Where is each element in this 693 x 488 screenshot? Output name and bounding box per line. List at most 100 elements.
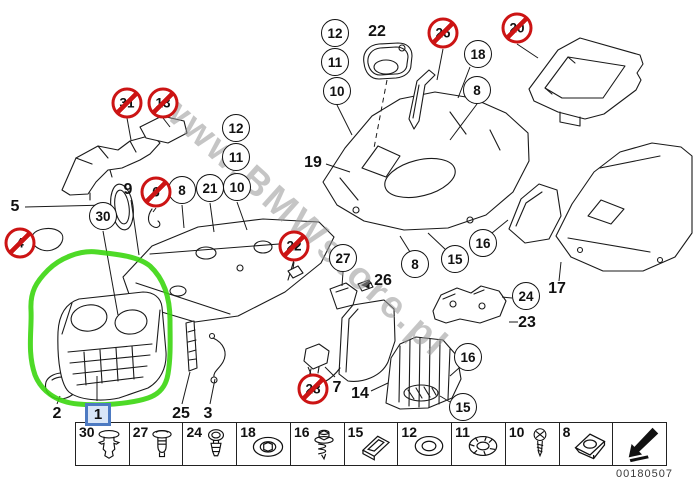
part-label[interactable]: 26	[374, 272, 392, 289]
legend-cell-back[interactable]	[613, 423, 666, 465]
prohibited-slash-icon	[6, 229, 34, 257]
part-small-clip	[287, 265, 304, 279]
callout-number: 12	[327, 25, 343, 41]
callout-circle[interactable]: 12	[321, 19, 349, 47]
part-side-panel	[508, 183, 562, 244]
legend-cell-27[interactable]: 27	[130, 423, 184, 465]
part-6-clip	[147, 208, 161, 228]
callout-circle-crossed[interactable]: 13	[147, 87, 179, 119]
legend-number: 11	[455, 424, 470, 440]
callout-circle-crossed[interactable]: 28	[297, 373, 329, 405]
callout-number: 10	[229, 179, 245, 195]
callout-number: 15	[447, 251, 463, 267]
callout-number: 11	[327, 54, 343, 70]
part-label[interactable]: 14	[351, 385, 369, 402]
sheet-metal-clip-icon	[362, 435, 391, 461]
legend-cell-12[interactable]: 12	[398, 423, 453, 465]
selected-part-label[interactable]: 1	[85, 403, 111, 426]
part-19-engine-shield	[322, 91, 530, 231]
callout-number: 8	[473, 82, 481, 98]
callout-circle[interactable]: 16	[454, 343, 482, 371]
callout-circle-crossed[interactable]: 4	[4, 227, 36, 259]
part-label[interactable]: 19	[304, 154, 322, 171]
callout-number: 8	[178, 182, 186, 198]
legend-cell-18[interactable]: 18	[237, 423, 291, 465]
back-arrow-icon	[628, 427, 659, 463]
callout-circle[interactable]: 11	[222, 143, 250, 171]
callout-circle[interactable]: 8	[401, 250, 429, 278]
callout-circle[interactable]: 21	[196, 174, 224, 202]
cage-nut-icon	[574, 433, 606, 460]
callout-circle[interactable]: 12	[222, 114, 250, 142]
part-channel-bracket	[408, 69, 436, 130]
legend-cell-10[interactable]: 10	[506, 423, 560, 465]
part-3-hook	[208, 332, 226, 384]
callout-number: 24	[518, 288, 534, 304]
callout-circle[interactable]: 15	[449, 393, 477, 421]
part-bracket-27	[329, 282, 358, 310]
legend-cell-11[interactable]: 11	[452, 423, 506, 465]
part-label[interactable]: 25	[172, 405, 190, 422]
callout-number: 16	[475, 235, 491, 251]
callout-circle[interactable]: 15	[441, 245, 469, 273]
part-label[interactable]: 7	[332, 379, 342, 396]
part-label[interactable]: 2	[52, 405, 62, 422]
callout-circle[interactable]: 8	[168, 176, 196, 204]
callout-number: 16	[460, 349, 476, 365]
part-label[interactable]: 5	[10, 198, 20, 215]
part-tray	[528, 37, 644, 127]
expansion-pin-icon	[208, 429, 225, 457]
legend-number: 24	[186, 424, 203, 440]
legend-cell-8[interactable]: 8	[560, 423, 614, 465]
part-label[interactable]: 17	[548, 280, 566, 297]
washer-icon	[414, 435, 444, 457]
part-label[interactable]: 3	[203, 405, 213, 422]
callout-number: 18	[470, 46, 486, 62]
callout-circle[interactable]: 27	[329, 244, 357, 272]
screw-spring-washer-icon	[314, 429, 334, 461]
legend-number: 8	[562, 424, 571, 440]
legend-cell-24[interactable]: 24	[183, 423, 238, 465]
legend-cell-16[interactable]: 16	[291, 423, 345, 465]
legend-cell-15[interactable]: 15	[345, 423, 399, 465]
part-label[interactable]: 9	[123, 181, 133, 198]
legend-number: 12	[401, 424, 417, 440]
callout-circle[interactable]: 10	[323, 77, 351, 105]
part-label[interactable]: 23	[518, 314, 536, 331]
callout-circle-crossed[interactable]: 20	[501, 12, 533, 44]
callout-circle[interactable]: 24	[512, 282, 540, 310]
expansion-rivet-icon	[152, 429, 173, 458]
callout-circle-crossed[interactable]: 31	[111, 87, 143, 119]
callout-circle[interactable]: 16	[469, 229, 497, 257]
lock-washer-icon	[468, 435, 498, 457]
part-7-bracket	[303, 343, 330, 378]
callout-circle-crossed[interactable]: 6	[140, 176, 172, 208]
legend-number: 10	[508, 424, 525, 440]
callout-number: 27	[335, 250, 351, 266]
part-23-bracket	[432, 285, 507, 324]
prohibited-slash-icon	[280, 232, 308, 260]
part-topleft-panels	[61, 115, 188, 201]
prohibited-slash-icon	[429, 19, 457, 47]
callout-circle[interactable]: 11	[321, 48, 349, 76]
part-1-air-duct	[57, 291, 167, 401]
callout-number: 30	[95, 208, 111, 224]
callout-circle[interactable]: 18	[464, 40, 492, 68]
legend-number: 16	[293, 424, 310, 440]
callout-circle[interactable]: 8	[463, 76, 491, 104]
expansion-rivet-large-icon	[97, 429, 120, 459]
callout-number: 10	[329, 83, 345, 99]
legend-number: 27	[132, 424, 149, 440]
callout-circle[interactable]: 30	[89, 202, 117, 230]
fastener-legend: 30 27 24	[75, 422, 667, 466]
part-label[interactable]: 22	[368, 23, 386, 40]
phillips-screw-icon	[533, 428, 547, 458]
legend-cell-30[interactable]: 30	[76, 423, 130, 465]
part-25-rail	[185, 320, 198, 372]
callout-circle-crossed[interactable]: 22	[278, 230, 310, 262]
callout-circle-crossed[interactable]: 26	[427, 17, 459, 49]
callout-circle[interactable]: 10	[223, 173, 251, 201]
image-id: 00180507	[616, 468, 673, 480]
